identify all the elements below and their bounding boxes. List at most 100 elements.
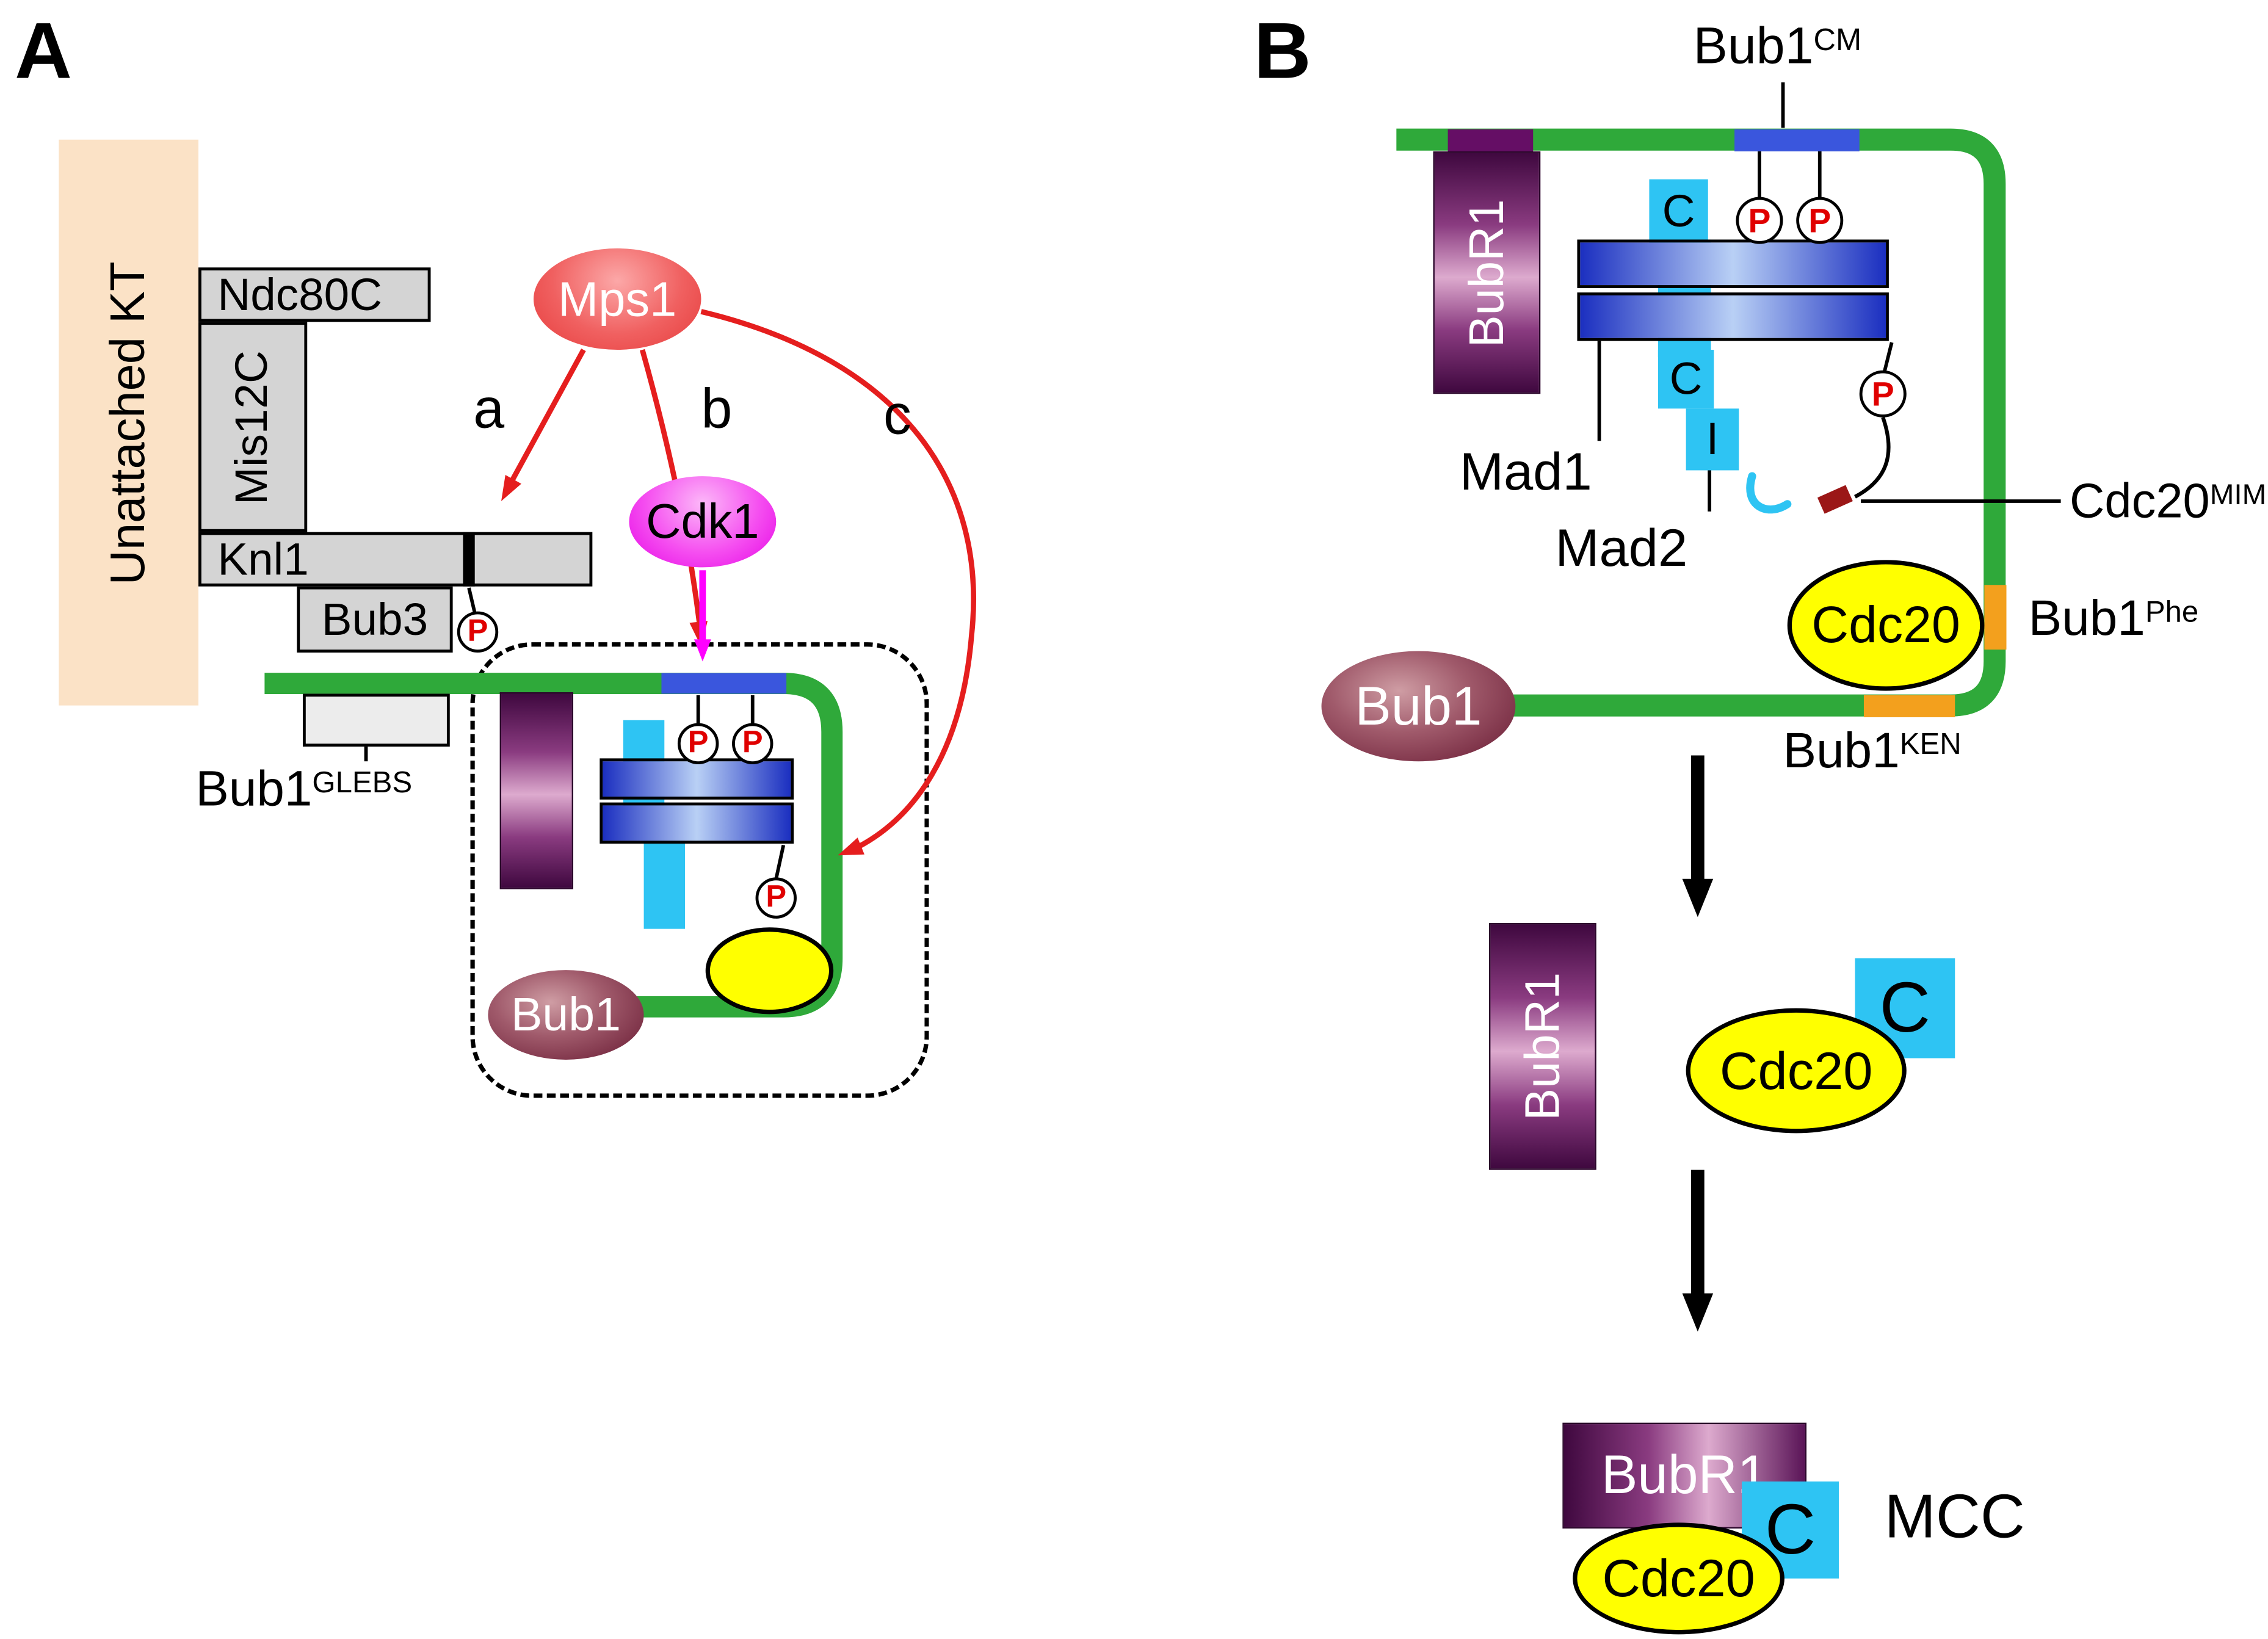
phospho-circle-b1: P: [1736, 197, 1783, 244]
c-label: C: [1662, 185, 1695, 237]
reaction-arrow-2-head: [1682, 1293, 1714, 1332]
bub1-cm-segment-b: [1734, 129, 1860, 151]
p-stem-b3: [1882, 342, 1894, 372]
mad2-c-box-top: C: [1649, 179, 1708, 244]
arrow-b-letter: b: [701, 379, 733, 441]
p-label: P: [687, 726, 709, 760]
bub1-glebs-label: Bub1GLEBS: [195, 761, 412, 819]
p-stem-a3: [774, 844, 786, 880]
bub1-cm-segment-a: [661, 673, 787, 694]
panel-b-label: B: [1253, 7, 1311, 96]
melt-to-p-stem: [467, 587, 477, 613]
knl1-label: Knl1: [217, 532, 309, 585]
mad1-bar-b-top: [1577, 239, 1889, 288]
bubr1-stub-a: [499, 692, 574, 889]
cdc20-mim-sup: MIM: [2209, 479, 2267, 512]
mad1-bar-a-bottom: [600, 802, 794, 844]
reaction-arrow-1-head: [1682, 878, 1714, 917]
bub1-ellipse-b-label: Bub1: [1355, 675, 1482, 736]
cdc20-ellipse-mcc: Cdc20: [1573, 1522, 1784, 1635]
p-label: P: [1871, 374, 1894, 413]
cdc20-mim-label: Cdc20MIM: [2070, 473, 2266, 529]
panel-a-label: A: [15, 7, 72, 96]
p-label: P: [766, 880, 787, 914]
bubr1-box-top: BubR1: [1433, 151, 1541, 394]
phospho-circle-a1: P: [457, 611, 499, 653]
mps1-label: Mps1: [558, 271, 677, 326]
cdc20-label: Cdc20: [1719, 1040, 1873, 1101]
cdc20-label: Cdc20: [1602, 1547, 1755, 1608]
cdc20-label: Cdc20: [1811, 596, 1960, 654]
mps1-arrow-c-head: [838, 838, 864, 856]
bub1-phe-label: Bub1Phe: [2029, 591, 2199, 648]
bub3-label: Bub3: [321, 593, 429, 645]
bub1-backbone-b: [1396, 128, 2006, 717]
bub1-phe-base: Bub1: [2028, 590, 2145, 647]
bubr1-binding-segment: [1447, 129, 1534, 151]
bub1-cm-sup: CM: [1813, 23, 1862, 57]
mad1-label: Mad1: [1459, 441, 1592, 502]
cdk1-label: Cdk1: [646, 493, 759, 549]
mad1-bar-b-bottom: [1577, 292, 1889, 341]
ndc80c-label: Ndc80C: [217, 268, 383, 320]
mad2-c-box-mid: C: [1658, 350, 1714, 409]
phospho-circle-a3: P: [732, 723, 774, 765]
mis12c-box: Mis12C: [198, 322, 308, 532]
arrow-a-letter: a: [473, 379, 505, 441]
phospho-circle-a4: P: [755, 877, 797, 919]
knl1-box: Knl1: [198, 532, 593, 587]
knl1-melt-tick: [463, 532, 475, 587]
bub1-glebs-base: Bub1: [195, 761, 313, 817]
i-label: I: [1706, 413, 1719, 465]
cdc20-mim-base: Cdc20: [2070, 473, 2210, 528]
bub1-cm-base: Bub1: [1693, 17, 1814, 75]
mcc-label: MCC: [1884, 1481, 2025, 1551]
p-label: P: [742, 726, 763, 760]
phospho-circle-a2: P: [677, 723, 719, 765]
cdc20-ellipse-top: Cdc20: [1787, 560, 1985, 691]
bub3-box: Bub3: [297, 586, 453, 653]
bub1-ellipse-b: Bub1: [1321, 651, 1516, 762]
mad2-element-a-lower: [643, 841, 685, 929]
bubr1-label: BubR1: [1458, 198, 1513, 347]
p-label: P: [1748, 200, 1771, 239]
mad2-i-box: I: [1686, 408, 1739, 471]
bubr1-label: BubR1: [1515, 972, 1570, 1121]
bub1-ken-sup: KEN: [1899, 728, 1962, 761]
bub1-ellipse-a-label: Bub1: [510, 987, 621, 1041]
c-label: C: [1879, 969, 1931, 1047]
bub1-cm-label: Bub1CM: [1694, 18, 1861, 76]
bub1-phe-sup: Phe: [2145, 596, 2199, 629]
bub1-glebs-sup: GLEBS: [312, 767, 413, 800]
mps1-arrow-c-line: [700, 309, 976, 855]
cdc20-ellipse-mid: Cdc20: [1686, 1008, 1907, 1134]
bub1-ken-base: Bub1: [1783, 723, 1900, 780]
unattached-kt-box: Unattached KT: [59, 139, 199, 706]
bub1-glebs-box: [302, 693, 450, 747]
mad2-safety-belt-hook: [1746, 472, 1792, 514]
phospho-circle-b3: P: [1859, 370, 1907, 418]
p-to-mim-curve: [1854, 416, 1891, 499]
c-label: C: [1669, 352, 1703, 405]
mad1-bar-a-top: [600, 758, 794, 800]
arrow-c-letter: c: [883, 385, 911, 447]
bub1-ellipse-a: Bub1: [488, 970, 644, 1060]
cdc20-mim-element: [1817, 485, 1853, 514]
unattached-kt-label: Unattached KT: [100, 261, 156, 585]
bub1-ken-label: Bub1KEN: [1783, 723, 1962, 781]
bubr1-label: BubR1: [1601, 1444, 1768, 1505]
mad2-label: Mad2: [1555, 517, 1688, 578]
cdk1-arrow-head: [694, 639, 711, 662]
phospho-circle-b2: P: [1796, 197, 1844, 244]
mps1-arrow-a-line: [503, 348, 586, 494]
bubr1-box-mid: BubR1: [1489, 923, 1596, 1170]
mps1-arrow-a-head: [501, 474, 521, 502]
mps1-ellipse: Mps1: [533, 248, 701, 350]
bub1-phe-segment: [1984, 585, 2007, 650]
p-label: P: [467, 614, 488, 648]
cdk1-ellipse: Cdk1: [629, 476, 777, 568]
bub1-ken-segment: [1863, 695, 1955, 717]
cdc20-ellipse-a: [705, 927, 834, 1015]
ndc80c-box: Ndc80C: [198, 267, 431, 322]
